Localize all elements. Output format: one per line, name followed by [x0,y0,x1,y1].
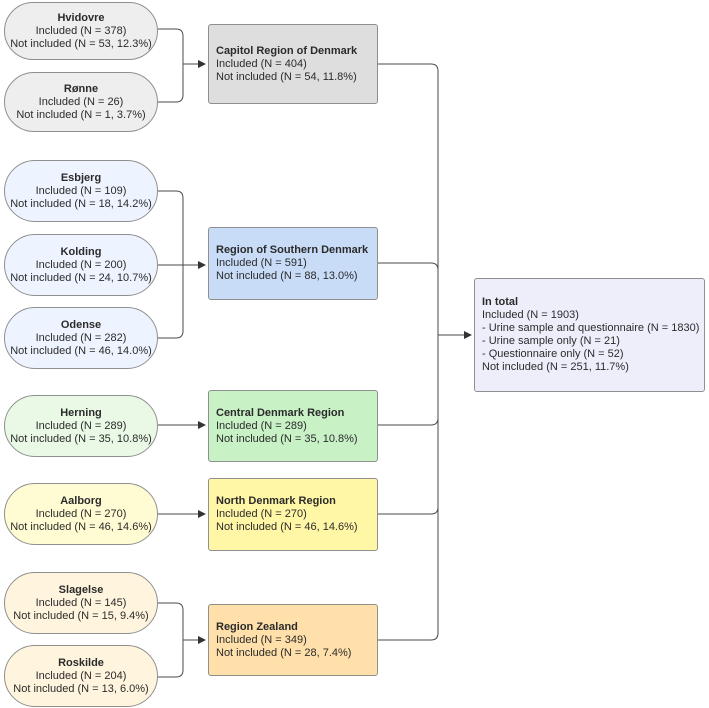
site-not-included: Not included (N = 46, 14.6%) [10,520,152,533]
site-not-included: Not included (N = 15, 9.4%) [13,609,149,622]
region-name: North Denmark Region [216,495,336,507]
site-included: Included (N = 378) [35,24,127,37]
total-line-urine-only: - Urine sample only (N = 21) [482,335,620,347]
total-box: In total Included (N = 1903) - Urine sam… [474,278,705,392]
region-name: Capitol Region of Denmark [216,44,358,57]
region-not-included: Not included (N = 35, 10.8%) [216,432,358,445]
site-included: Included (N = 289) [35,419,127,432]
region-included: Included (N = 349) [216,633,307,646]
site-odense: Odense Included (N = 282) Not included (… [4,307,158,369]
region-capitol: Capitol Region of Denmark Included (N = … [208,24,378,104]
site-not-included: Not included (N = 24, 10.7%) [10,271,152,284]
site-slagelse: Slagelse Included (N = 145) Not included… [4,572,158,634]
site-included: Included (N = 282) [35,331,127,344]
site-name: Aalborg [60,494,102,507]
region-not-included: Not included (N = 54, 11.8%) [216,70,357,83]
site-esbjerg: Esbjerg Included (N = 109) Not included … [4,160,158,222]
site-name: Herning [60,406,102,419]
site-name: Kolding [60,245,102,258]
site-included: Included (N = 204) [35,669,127,682]
site-not-included: Not included (N = 35, 10.8%) [10,432,152,445]
total-line-urine-and-questionnaire: - Urine sample and questionnaire (N = 18… [482,322,700,334]
site-name: Slagelse [58,583,104,596]
connector-ronne [158,64,184,103]
total-line-questionnaire-only: - Questionnaire only (N = 52) [482,348,624,360]
site-kolding: Kolding Included (N = 200) Not included … [4,234,158,296]
site-name: Rønne [63,82,99,95]
total-title: In total [482,296,519,308]
connector-odense [158,265,184,339]
region-north: North Denmark Region Included (N = 270) … [208,478,378,551]
site-name: Odense [60,318,102,331]
site-included: Included (N = 270) [35,507,127,520]
site-ronne: Rønne Included (N = 26) Not included (N … [4,72,158,132]
site-included: Included (N = 26) [38,95,124,108]
connector-central-total [378,335,439,426]
region-not-included: Not included (N = 28, 7.4%) [216,646,352,659]
region-name: Central Denmark Region [216,406,345,419]
region-included: Included (N = 404) [216,57,307,70]
site-not-included: Not included (N = 1, 3.7%) [16,108,146,121]
region-included: Included (N = 289) [216,419,307,432]
region-included: Included (N = 270) [216,508,307,520]
site-included: Included (N = 109) [35,184,127,197]
region-name: Region Zealand [216,620,298,633]
site-not-included: Not included (N = 13, 6.0%) [13,682,149,695]
connector-zealand-total [378,335,439,641]
site-not-included: Not included (N = 53, 12.3%) [10,37,152,50]
total-line-included: Included (N = 1903) [482,309,579,321]
region-not-included: Not included (N = 46, 14.6%) [216,521,358,533]
connector-slagelse [158,602,184,640]
connector-southern-total [378,262,439,335]
site-included: Included (N = 145) [35,596,127,609]
region-name: Region of Southern Denmark [216,244,369,256]
site-included: Included (N = 200) [35,258,127,271]
site-aalborg: Aalborg Included (N = 270) Not included … [4,483,158,545]
site-herning: Herning Included (N = 289) Not included … [4,395,158,457]
site-hvidovre: Hvidovre Included (N = 378) Not included… [4,2,158,60]
connector-roskilde [158,640,184,678]
region-southern: Region of Southern Denmark Included (N =… [208,227,378,300]
region-zealand: Region Zealand Included (N = 349) Not in… [208,604,378,676]
connector-esbjerg [158,190,184,265]
connector-hvidovre [158,28,184,64]
region-not-included: Not included (N = 88, 13.0%) [216,270,358,282]
site-not-included: Not included (N = 46, 14.0%) [10,344,152,357]
site-name: Hvidovre [57,11,105,24]
connector-capitol-total [378,63,439,335]
site-name: Esbjerg [60,171,102,184]
site-not-included: Not included (N = 18, 14.2%) [10,197,152,210]
region-included: Included (N = 591) [216,257,307,269]
total-line-not-included: Not included (N = 251, 11.7%) [482,361,629,373]
site-roskilde: Roskilde Included (N = 204) Not included… [4,645,158,707]
site-name: Roskilde [58,656,104,669]
region-central: Central Denmark Region Included (N = 289… [208,390,378,462]
